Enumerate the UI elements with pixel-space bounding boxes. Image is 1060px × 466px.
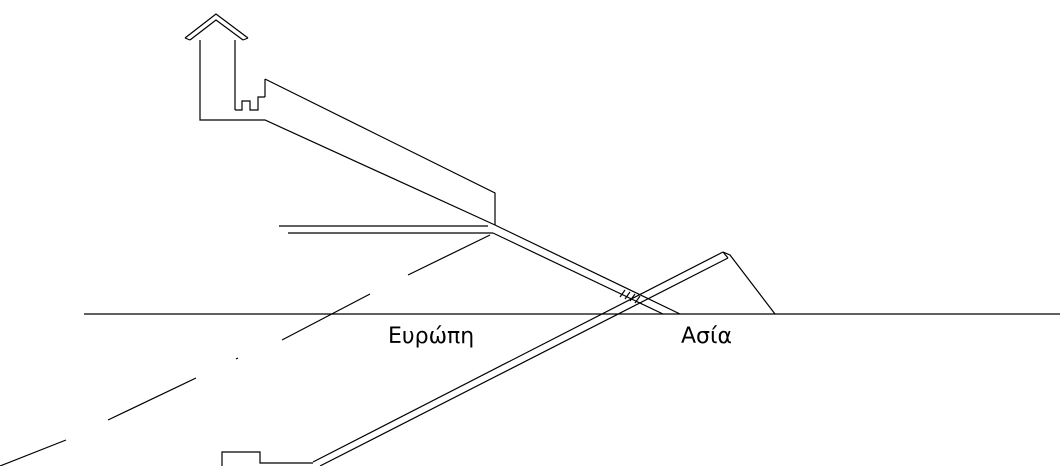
projection-seg-3 bbox=[235, 357, 239, 360]
descending-rail-lower bbox=[492, 232, 664, 315]
projection-seg-5 bbox=[0, 439, 67, 466]
projection-seg-2 bbox=[281, 293, 371, 341]
ascending-rail-upper bbox=[312, 251, 724, 463]
tower-crenellation bbox=[235, 96, 265, 111]
hatch-1 bbox=[619, 289, 626, 298]
projection-seg-1 bbox=[407, 234, 491, 276]
asia-peak bbox=[722, 251, 776, 315]
hatch-2 bbox=[624, 291, 631, 300]
roof-cap-inner bbox=[189, 19, 244, 41]
asia-peak-cap bbox=[722, 251, 729, 259]
descending-rail-upper bbox=[494, 224, 681, 315]
tower-body bbox=[199, 40, 496, 226]
roof-cap-right-edge bbox=[242, 37, 249, 41]
label-asia: Ασία bbox=[681, 324, 732, 349]
ascending-rail-lower bbox=[319, 257, 729, 466]
upper-roof-slope bbox=[264, 78, 496, 225]
hatch-4 bbox=[634, 295, 641, 304]
projection-seg-4 bbox=[107, 377, 197, 421]
label-europe: Ευρώπη bbox=[388, 324, 475, 349]
roof-cap-outer bbox=[184, 13, 249, 39]
lower-building bbox=[221, 451, 313, 466]
roof-cap-left-edge bbox=[184, 37, 191, 41]
